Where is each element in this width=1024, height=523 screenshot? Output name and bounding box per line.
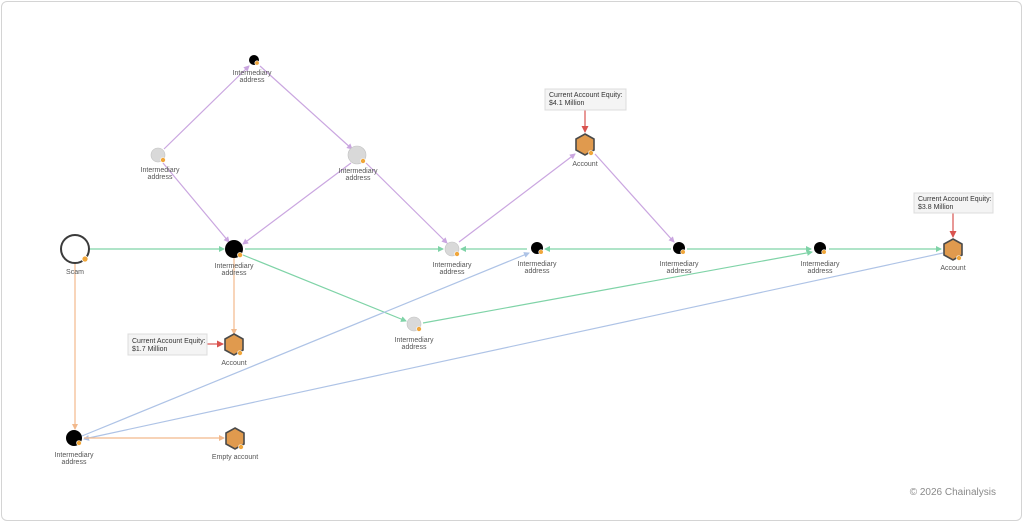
node-label: Intermediary [55, 452, 94, 459]
node-label: address [440, 269, 465, 276]
account-hexagon-icon [225, 427, 245, 450]
node-label: Empty account [212, 454, 258, 461]
edge-intermediary-to-intermediary [162, 162, 230, 243]
coin-badge-icon [81, 255, 89, 263]
intermediary-node[interactable]: Intermediary address [55, 430, 94, 466]
node-label: address [808, 268, 833, 275]
coin-badge-icon [680, 249, 686, 255]
scam-node-icon [60, 234, 90, 264]
intermediary-node[interactable]: Intermediary address [660, 242, 699, 275]
edge-intermediary-to-intermediary [242, 254, 407, 322]
edge-intermediary-to-intermediary [422, 249, 813, 324]
node-label: Intermediary [215, 263, 254, 270]
node-label: address [222, 270, 247, 277]
account-node[interactable]: Account [221, 333, 247, 367]
edge-intermediary-to-intermediary [365, 162, 448, 244]
intermediary-node[interactable]: Intermediary address [141, 147, 180, 181]
node-label: address [667, 268, 692, 275]
node-label: address [346, 175, 371, 182]
intermediary-node[interactable]: Intermediary address [518, 242, 557, 275]
intermediary-node[interactable]: Intermediary address [339, 145, 378, 182]
node-label: Intermediary [233, 70, 272, 77]
account-node[interactable]: Account [940, 238, 966, 272]
callout-box [127, 333, 208, 356]
intermediary-node[interactable]: Intermediary address [215, 240, 254, 277]
node-label: Intermediary [395, 337, 434, 344]
callout-label: Current Account Equity: [918, 196, 992, 203]
node-label: Account [940, 265, 965, 272]
node-label: address [525, 268, 550, 275]
account-node[interactable]: Account [572, 133, 598, 168]
node-label: Intermediary [660, 261, 699, 268]
coin-badge-icon [76, 440, 82, 446]
coin-badge-icon [538, 249, 544, 255]
edge-intermediary-to-intermediary [163, 65, 250, 150]
account-hexagon-icon [943, 238, 963, 261]
callout-box [913, 192, 994, 214]
edge-account-to-intermediary [594, 153, 675, 243]
scam-node[interactable]: Scam [60, 234, 90, 276]
node-label: Intermediary [339, 168, 378, 175]
callout-label: Current Account Equity: [549, 92, 623, 99]
node-label: Scam [66, 269, 84, 276]
node-label: address [402, 344, 427, 351]
copyright-text: © 2026 Chainalysis [910, 487, 996, 498]
coin-badge-icon [588, 150, 594, 156]
account-hexagon-icon [575, 133, 595, 156]
coin-badge-icon [237, 252, 243, 258]
callout-right: Current Account Equity: $3.8 Million [913, 192, 994, 214]
coin-badge-icon [160, 157, 166, 163]
coin-badge-icon [254, 60, 260, 66]
intermediary-node[interactable]: Intermediary address [395, 316, 434, 351]
callout-value: $4.1 Million [549, 100, 585, 107]
edge-intermediary-to-intermediary [242, 162, 352, 245]
node-label: Intermediary [141, 167, 180, 174]
callout-left: Current Account Equity: $1.7 Million [127, 333, 208, 356]
callout-label: Current Account Equity: [132, 338, 206, 345]
callout-top: Current Account Equity: $4.1 Million [544, 88, 627, 111]
node-label: Intermediary [433, 262, 472, 269]
edges [72, 65, 944, 441]
coin-badge-icon [237, 350, 243, 356]
empty-account-node[interactable]: Empty account [212, 427, 258, 461]
node-label: Intermediary [801, 261, 840, 268]
node-label: Account [572, 161, 597, 168]
edge-intermediary-to-intermediary [259, 65, 353, 150]
callout-arrows [207, 110, 957, 348]
account-hexagon-icon [224, 333, 244, 356]
node-label: address [240, 77, 265, 84]
node-label: Account [221, 360, 246, 367]
edge-account-to-intermediary [83, 252, 944, 441]
coin-badge-icon [238, 444, 244, 450]
coin-badge-icon [821, 249, 827, 255]
coin-badge-icon [454, 251, 460, 257]
callout-value: $3.8 Million [918, 204, 954, 211]
node-label: Intermediary [518, 261, 557, 268]
coin-badge-icon [956, 255, 962, 261]
callout-value: $1.7 Million [132, 346, 168, 353]
coin-badge-icon [360, 158, 366, 164]
callout-box [544, 88, 627, 111]
intermediary-node[interactable]: Intermediary address [801, 242, 840, 275]
edge-intermediary-to-intermediary [81, 252, 530, 437]
edge-intermediary-to-account [458, 153, 576, 243]
node-label: address [62, 459, 87, 466]
node-label: address [148, 174, 173, 181]
intermediary-node[interactable]: Intermediary address [433, 241, 472, 276]
intermediary-node[interactable]: Intermediary address [233, 55, 272, 84]
coin-badge-icon [416, 326, 422, 332]
